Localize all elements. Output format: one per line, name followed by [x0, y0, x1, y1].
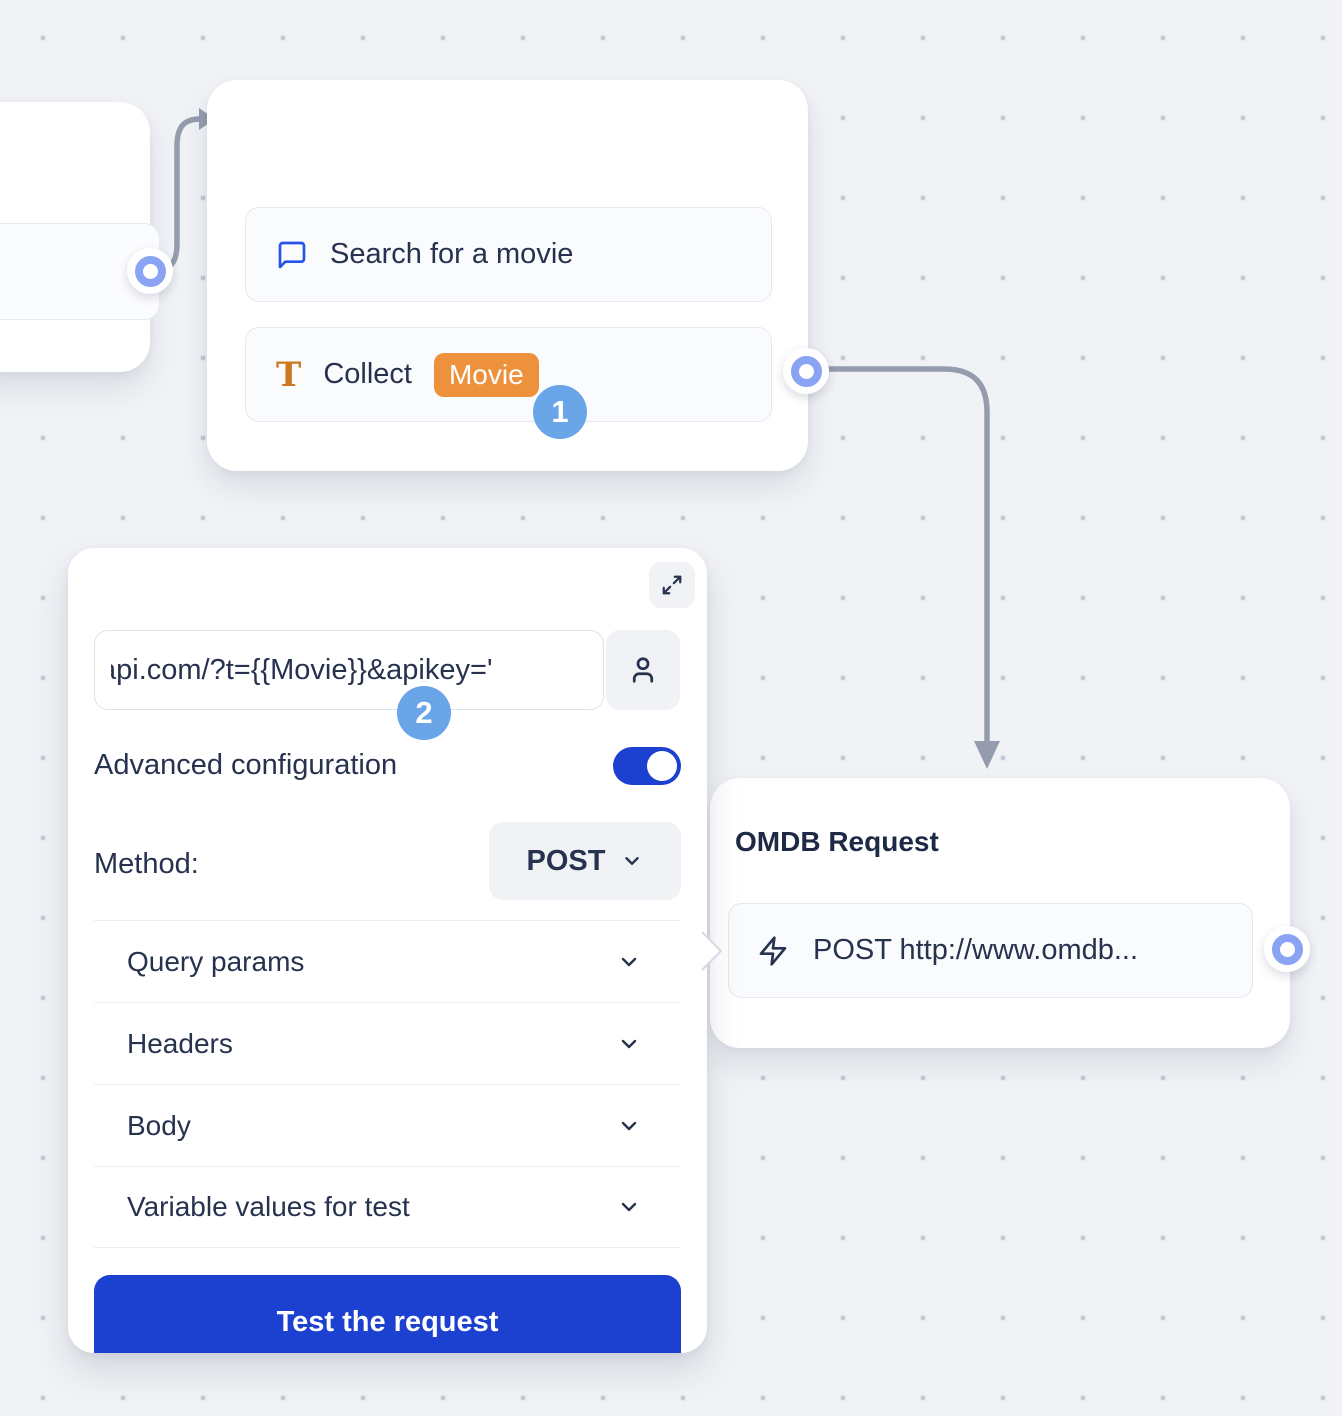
movie-search-node[interactable]: Movie search Search for a movie T Collec…	[207, 80, 808, 471]
connector-movie-to-omdb	[803, 366, 990, 745]
expand-icon	[661, 574, 683, 596]
port-ring-icon	[1271, 933, 1303, 965]
section-label: Body	[127, 1109, 191, 1141]
webhook-config-panel[interactable]: api.com/?t={{Movie}}&apikey=' Advanced c…	[68, 548, 707, 1353]
input-connector-notch	[701, 931, 722, 971]
variable-insert-button[interactable]	[606, 630, 680, 710]
advanced-configuration-label: Advanced configuration	[94, 749, 398, 781]
partial-node[interactable]	[0, 102, 160, 372]
section-label: Headers	[127, 1027, 233, 1059]
url-value: api.com/?t={{Movie}}&apikey='	[111, 653, 493, 686]
chevron-down-icon	[621, 850, 643, 872]
test-request-button[interactable]: Test the request	[94, 1275, 681, 1353]
arrowhead-down-icon	[974, 741, 1000, 769]
method-value: POST	[526, 844, 606, 877]
section-headers[interactable]: Headers	[94, 1002, 681, 1084]
node-title: OMDB Request	[735, 826, 939, 857]
advanced-configuration-toggle[interactable]	[613, 747, 681, 785]
webhook-block[interactable]: POST http://www.omdb...	[728, 903, 1253, 998]
chevron-down-icon	[617, 1032, 641, 1056]
section-body[interactable]: Body	[94, 1084, 681, 1166]
collect-input-block[interactable]: T Collect Movie	[245, 327, 772, 422]
block-label: Search for a movie	[330, 238, 574, 270]
output-port[interactable]	[127, 248, 173, 294]
port-ring-icon	[134, 255, 166, 287]
chevron-down-icon	[617, 950, 641, 974]
section-query-params[interactable]: Query params	[94, 920, 681, 1002]
text-input-icon: T	[276, 354, 302, 395]
request-sections: Query params Headers Body Variable value…	[94, 920, 681, 1248]
port-ring-icon	[790, 355, 822, 387]
step-1-badge: 1	[533, 385, 587, 439]
expand-panel-button[interactable]	[649, 562, 695, 608]
step-2-badge: 2	[397, 686, 451, 740]
block-label: Collect	[323, 358, 412, 390]
toggle-knob	[647, 751, 677, 781]
block-label: POST http://www.omdb...	[813, 934, 1139, 966]
variable-chip[interactable]: Movie	[433, 352, 539, 397]
method-label: Method:	[94, 848, 199, 880]
chat-bubble-icon	[276, 239, 308, 271]
section-label: Query params	[127, 945, 305, 977]
chevron-down-icon	[617, 1195, 641, 1219]
message-block[interactable]: Search for a movie	[245, 207, 772, 302]
output-port[interactable]	[1264, 926, 1310, 972]
user-icon	[628, 655, 658, 685]
request-url-input[interactable]: api.com/?t={{Movie}}&apikey='	[94, 630, 604, 710]
section-variable-values[interactable]: Variable values for test	[94, 1166, 681, 1248]
section-label: Variable values for test	[127, 1191, 410, 1222]
output-port[interactable]	[783, 348, 829, 394]
method-dropdown[interactable]: POST	[489, 822, 681, 900]
lightning-icon	[757, 935, 789, 967]
omdb-request-node[interactable]: OMDB Request POST http://www.omdb...	[710, 778, 1290, 1048]
chevron-down-icon	[617, 1114, 641, 1138]
